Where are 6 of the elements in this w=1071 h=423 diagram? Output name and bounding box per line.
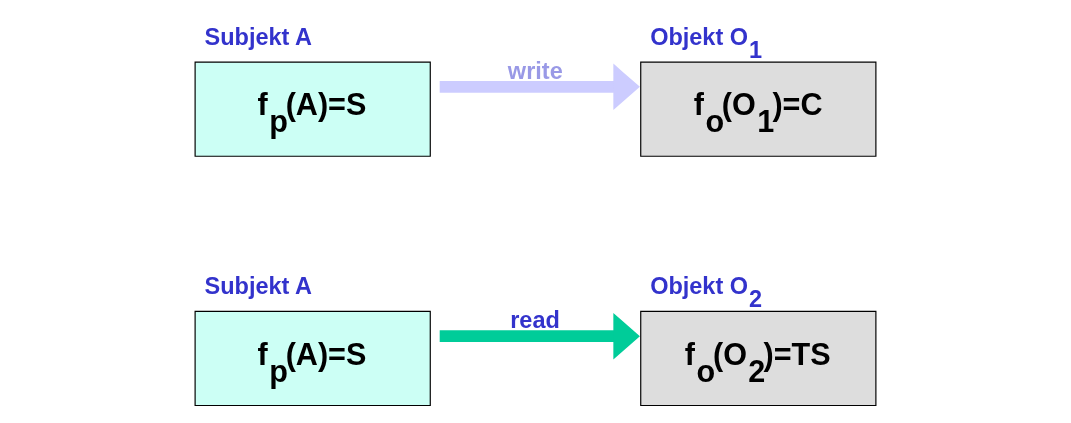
node-label: Subjekt A [204, 23, 313, 50]
edge-label: write [507, 57, 563, 84]
edge-label: read [510, 306, 560, 333]
node-label: Subjekt A [204, 272, 313, 299]
arrow [439, 63, 640, 111]
arrow [439, 312, 640, 360]
